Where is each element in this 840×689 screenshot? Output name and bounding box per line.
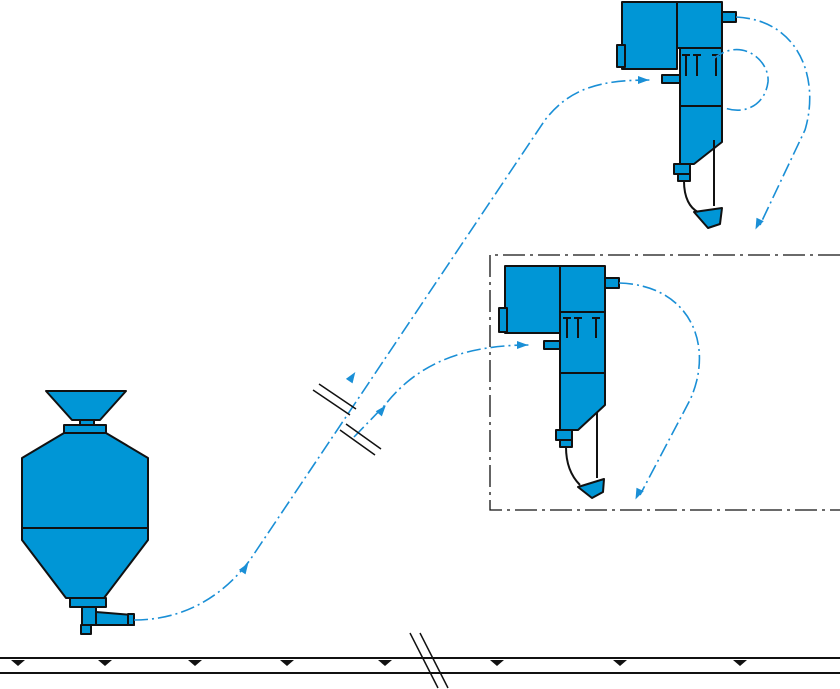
flow-arrow: [238, 563, 249, 575]
floor-break-mark: [409, 632, 449, 689]
receiver-discharge-chute: [693, 207, 723, 229]
receiver-inlet-port: [661, 74, 681, 84]
filter-cartridges: [682, 54, 720, 76]
vessel-discharge-pipe-end: [127, 613, 135, 626]
receiver-discharge-chute: [577, 478, 605, 499]
vessel-air-inlet: [80, 624, 92, 635]
receiver-outlet-valve: [673, 163, 691, 175]
receiver-exhaust-port: [604, 277, 620, 289]
receiver-exhaust-port: [721, 11, 737, 23]
flow-arrow: [638, 76, 649, 84]
vessel-body: [21, 432, 149, 599]
vessel-outlet-valve: [81, 606, 97, 626]
vessel-outlet-flange: [69, 597, 107, 608]
upper-receiver-return-loop: [711, 48, 769, 111]
receiver-body: [559, 311, 606, 431]
flow-arrow: [375, 405, 386, 417]
upper-receiver-air-loop: [735, 16, 811, 226]
filter-cartridges: [563, 317, 600, 338]
flow-arrow: [517, 341, 528, 349]
pipeline-break-marks: [312, 383, 382, 456]
receiver-filter-chamber: [676, 1, 723, 49]
flow-arrow: [755, 217, 764, 230]
receiver-motor-housing: [621, 1, 678, 70]
flow-arrow: [635, 487, 644, 500]
upper-filter-receiver: [616, 1, 811, 230]
receiver-outlet: [677, 173, 691, 182]
receiver-motor-housing: [504, 265, 561, 334]
pressure-vessel-tank: [21, 390, 149, 635]
floor-level-line: [0, 632, 840, 689]
vessel-feed-hopper: [45, 390, 127, 421]
floor-markers: [11, 660, 747, 666]
receiver-level-sensor: [498, 307, 508, 333]
conveying-line-to-lower-receiver: [353, 341, 531, 438]
receiver-filter-chamber: [559, 265, 606, 313]
dash-dot-boundary-box: [489, 254, 840, 511]
receiver-outlet: [559, 439, 573, 448]
receiver-inlet-port: [543, 340, 561, 350]
conveying-line-to-upper-receiver: [133, 76, 651, 621]
vessel-inlet-flange: [63, 424, 107, 434]
flow-arrow: [345, 372, 356, 384]
lower-filter-receiver: [498, 265, 701, 500]
receiver-outlet-valve: [555, 429, 573, 441]
lower-receiver-air-loop: [618, 282, 701, 496]
receiver-level-sensor: [616, 44, 626, 68]
